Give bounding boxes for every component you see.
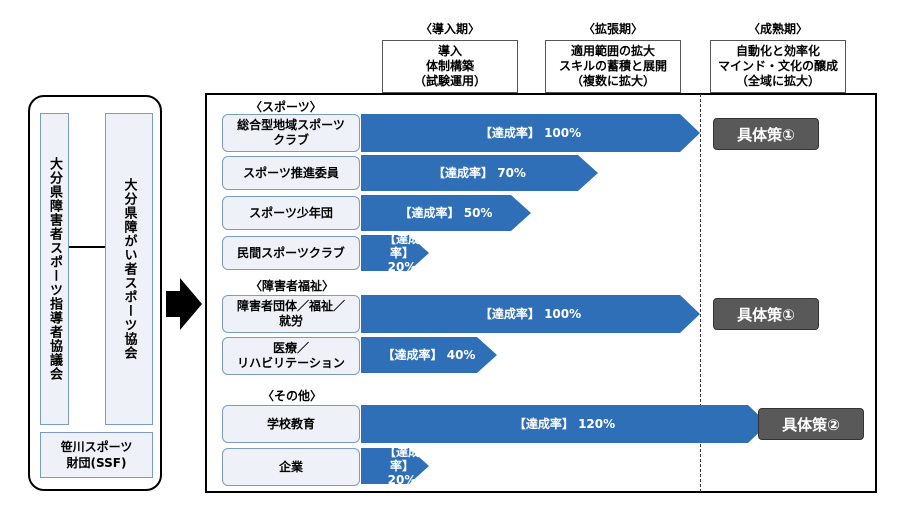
item-school-education: 学校教育 xyxy=(222,405,360,443)
item-label-line: スポーツ推進委員 xyxy=(243,165,339,180)
rate-value: 100% xyxy=(544,126,582,140)
phase-maturity-line-2: マインド・文化の醸成 xyxy=(717,59,838,73)
org-sports-association-label: 大分県障がい者スポーツ協会 xyxy=(121,178,137,360)
rate-prefix: 【達成率】 xyxy=(383,445,420,473)
item-community-sports-club: 総合型地域スポーツ クラブ xyxy=(222,114,360,152)
item-label-line: 医療／ xyxy=(272,341,309,355)
org-ssf-line-1: 笹川スポーツ xyxy=(60,440,133,454)
rate-prefix: 【達成率】 xyxy=(479,307,540,321)
item-label-line: リハビリテーション xyxy=(237,356,345,370)
item-label-line: 障害者団体／福祉／ xyxy=(236,299,345,313)
section-other: 〈その他〉 xyxy=(262,389,323,403)
measure-badge-2: 具体策① xyxy=(713,298,819,330)
achievement-arrow: 【達成率】 100% xyxy=(361,295,700,333)
measure-badge-1: 具体策① xyxy=(713,118,819,150)
phase-label-expansion: 〈拡張期〉 xyxy=(582,22,643,36)
achievement-label: 【達成率】 70% xyxy=(433,166,526,180)
arrow-shape xyxy=(361,195,531,231)
org-guidance-council-label: 大分県障害者スポーツ指導者協議会 xyxy=(47,157,62,381)
arrow-shape xyxy=(361,405,768,443)
org-ssf-line-2: 財団(SSF) xyxy=(66,456,127,470)
org-ssf: 笹川スポーツ 財団(SSF) xyxy=(40,432,153,478)
rate-value: 120% xyxy=(578,417,616,431)
achievement-arrow: 【達成率】 50% xyxy=(361,195,531,231)
achievement-arrow: 【達成率】20% xyxy=(361,232,429,274)
rate-value: 100% xyxy=(544,307,582,321)
achievement-arrow: 【達成率】 40% xyxy=(361,337,497,373)
arrow-shape xyxy=(361,337,497,373)
rate-value: 20% xyxy=(387,473,417,487)
phase-intro-line-2: 体制構築 xyxy=(425,59,474,73)
organization-frame xyxy=(28,95,162,491)
phase-expansion-line-3: （複数に拡大） xyxy=(570,74,655,88)
item-youth-sports-club: スポーツ少年団 xyxy=(222,196,360,230)
phase-box-maturity: 自動化と効率化 マインド・文化の醸成 （全域に拡大） xyxy=(710,40,846,93)
achievement-label: 【達成率】 40% xyxy=(383,348,476,362)
roadmap-frame xyxy=(205,93,877,493)
item-label-line: 民間スポーツクラブ xyxy=(237,245,345,260)
section-sports: 〈スポーツ〉 xyxy=(250,100,322,114)
rate-value: 50% xyxy=(463,206,493,220)
item-medical-rehabilitation: 医療／ リハビリテーション xyxy=(222,337,360,375)
phase-box-expansion: 適用範囲の拡大 スキルの蓄積と展開 （複数に拡大） xyxy=(545,40,681,93)
item-label-line: 総合型地域スポーツ xyxy=(237,118,345,132)
item-label-line: スポーツ少年団 xyxy=(249,205,333,220)
rate-prefix: 【達成率】 xyxy=(513,417,574,431)
rate-prefix: 【達成率】 xyxy=(479,126,540,140)
item-disability-organizations: 障害者団体／福祉／ 就労 xyxy=(222,295,360,333)
item-label-line: 企業 xyxy=(278,459,303,474)
org-connector xyxy=(69,246,105,248)
rate-value: 20% xyxy=(387,260,417,274)
achievement-label: 【達成率】 50% xyxy=(400,206,493,220)
item-label-line: 就労 xyxy=(278,314,303,328)
rate-prefix: 【達成率】 xyxy=(433,166,494,180)
phase-maturity-line-1: 自動化と効率化 xyxy=(735,44,820,58)
rate-prefix: 【達成率】 xyxy=(382,348,443,362)
achievement-label: 【達成率】 100% xyxy=(480,126,581,140)
achievement-arrow: 【達成率】 120% xyxy=(361,405,768,443)
item-private-sports-club: 民間スポーツクラブ xyxy=(222,236,360,270)
phase-label-maturity: 〈成熟期〉 xyxy=(747,22,808,36)
phase-maturity-line-3: （全域に拡大） xyxy=(735,74,820,88)
achievement-label: 【達成率】 120% xyxy=(514,417,615,431)
phase-divider xyxy=(700,94,701,492)
achievement-label: 【達成率】20% xyxy=(375,232,429,274)
arrow-shape xyxy=(361,295,700,333)
phase-expansion-line-2: スキルの蓄積と展開 xyxy=(558,59,667,73)
item-companies: 企業 xyxy=(222,448,360,486)
achievement-arrow: 【達成率】 100% xyxy=(361,114,700,152)
arrow-shape xyxy=(361,448,429,484)
arrow-shape xyxy=(361,235,429,271)
achievement-arrow: 【達成率】 70% xyxy=(361,155,598,191)
rate-value: 70% xyxy=(497,166,526,180)
rate-prefix: 【達成率】 xyxy=(399,206,460,220)
rate-prefix: 【達成率】 xyxy=(383,232,420,260)
phase-intro-line-3: （試験運用） xyxy=(413,74,486,88)
arrow-shape xyxy=(361,155,598,191)
phase-intro-line-1: 導入 xyxy=(437,44,462,58)
achievement-label: 【達成率】 100% xyxy=(480,307,581,321)
org-sports-association: 大分県障がい者スポーツ協会 xyxy=(105,113,153,425)
item-label-line: 学校教育 xyxy=(266,416,315,431)
phase-label-intro: 〈導入期〉 xyxy=(419,22,480,36)
achievement-arrow: 【達成率】20% xyxy=(361,445,429,487)
phase-expansion-line-1: 適用範囲の拡大 xyxy=(570,44,655,58)
item-label-line: クラブ xyxy=(272,133,309,147)
big-right-arrow-icon xyxy=(166,278,202,330)
org-guidance-council: 大分県障害者スポーツ指導者協議会 xyxy=(40,113,69,425)
rate-value: 40% xyxy=(446,348,476,362)
section-welfare: 〈障害者福祉〉 xyxy=(250,279,335,293)
item-sports-promotion-committee: スポーツ推進委員 xyxy=(222,156,360,190)
arrow-shape xyxy=(361,114,700,152)
phase-box-intro: 導入 体制構築 （試験運用） xyxy=(382,40,518,93)
measure-badge-3: 具体策② xyxy=(758,408,864,440)
achievement-label: 【達成率】20% xyxy=(375,445,429,487)
